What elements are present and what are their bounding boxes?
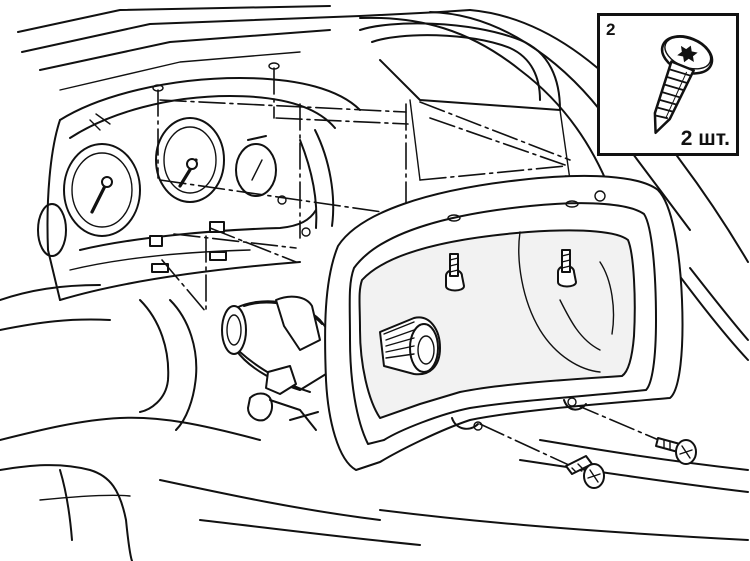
screw-upper-left: [445, 253, 465, 292]
steering-shaft: [379, 316, 441, 376]
screw-lower-left: [565, 455, 605, 489]
callout-quantity: 2 шт.: [678, 127, 732, 151]
instrument-panel-recess: [37, 22, 571, 301]
torx-screw-icon: [653, 35, 714, 135]
screw-callout-box: 2 2 шт.: [597, 13, 739, 156]
screw-upper-right: [557, 249, 577, 288]
callout-part-number: 2: [606, 20, 616, 39]
screw-lower-right: [655, 437, 697, 465]
